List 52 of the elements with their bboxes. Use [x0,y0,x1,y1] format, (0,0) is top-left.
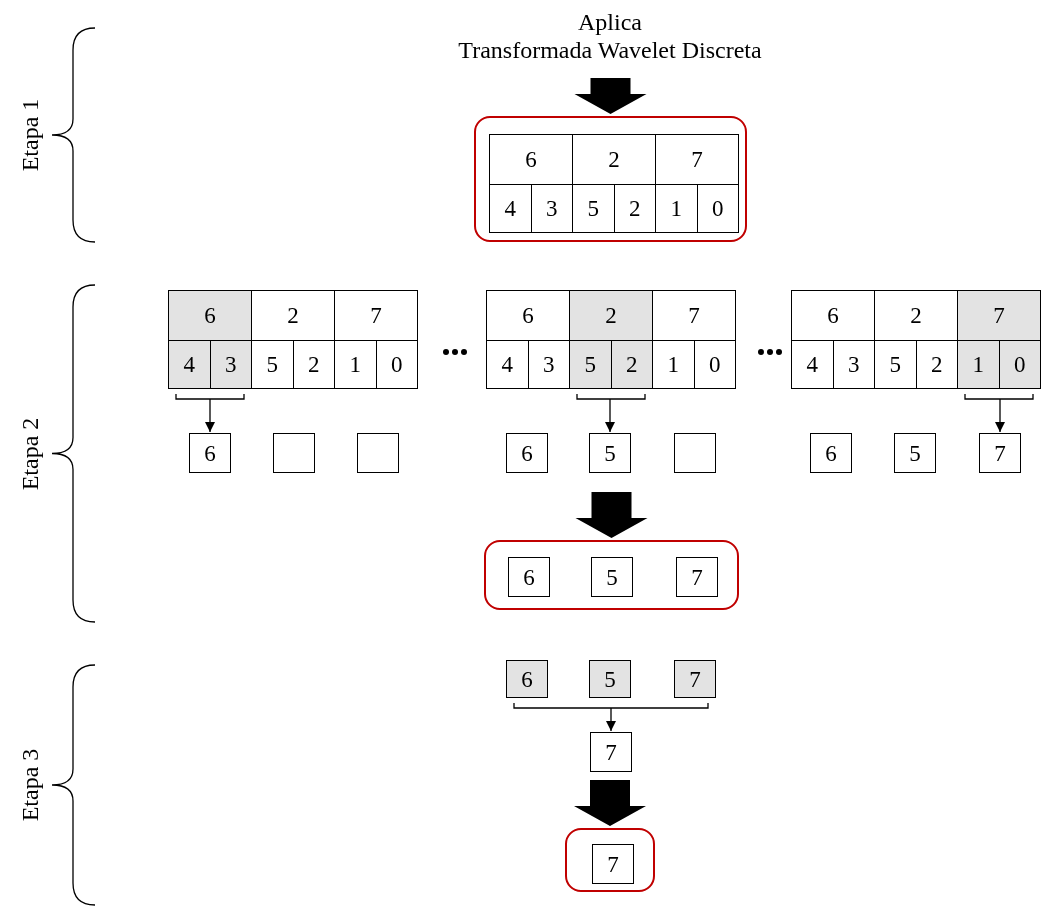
block-arrow [575,492,648,538]
empty-box [273,433,315,473]
table-cell: 6 [168,290,252,341]
stage-label: Etapa 1 [16,98,44,172]
table-cell: 4 [486,340,529,389]
empty-box [357,433,399,473]
table-cell: 7 [957,290,1041,341]
value-box: 5 [591,557,633,597]
empty-box [674,433,716,473]
value-box: 7 [590,732,632,772]
value-box: 7 [676,557,718,597]
value-box: 6 [506,660,548,698]
bracket-arrow [576,393,646,433]
table-cell: 1 [957,340,1000,389]
value-box: 5 [894,433,936,473]
table-cell: 6 [486,290,570,341]
bracket-arrow [513,702,709,732]
heading-text: Aplica Transformada Wavelet Discreta [380,8,840,70]
table-cell: 5 [569,340,612,389]
table-cell: 6 [489,134,573,185]
table-cell: 0 [998,340,1041,389]
stage-label: Etapa 3 [16,748,44,822]
bracket-arrow [175,393,245,433]
table-cell: 7 [334,290,418,341]
table-cell: 2 [569,290,653,341]
value-box: 7 [674,660,716,698]
table-cell: 0 [693,340,736,389]
value-box: 7 [592,844,634,884]
value-box: 6 [810,433,852,473]
table-cell: 0 [696,184,739,233]
table-cell: 4 [489,184,532,233]
value-box: 6 [189,433,231,473]
table-cell: 7 [655,134,739,185]
table-cell: 2 [610,340,653,389]
table-cell: 7 [652,290,736,341]
value-box: 6 [506,433,548,473]
block-arrow [574,78,647,114]
bracket-arrow [964,393,1034,433]
stage-label: Etapa 2 [16,417,44,490]
highlight-frame [565,828,655,892]
table-cell: 4 [168,340,211,389]
highlight-frame [484,540,739,610]
table-cell: 3 [209,340,252,389]
value-box: 5 [589,660,631,698]
highlight-frame [474,116,747,242]
block-arrow [574,780,646,826]
value-box: 5 [589,433,631,473]
table-cell: 4 [791,340,834,389]
table-cell: 6 [791,290,875,341]
table-cell: 0 [375,340,418,389]
value-box: 6 [508,557,550,597]
value-box: 7 [979,433,1021,473]
